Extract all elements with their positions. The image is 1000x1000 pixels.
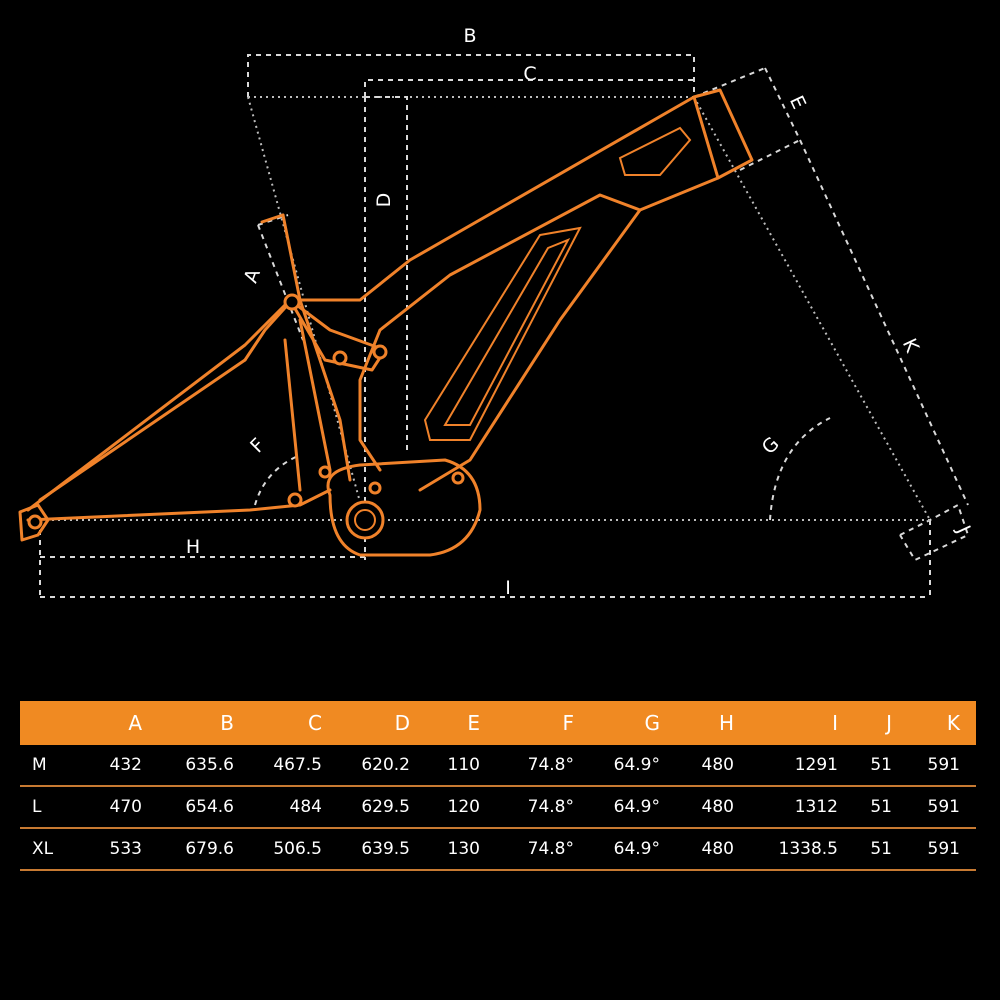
header-cell-i: I: [832, 711, 838, 735]
header-cell-b: B: [220, 711, 234, 735]
value-cell: 506.5: [273, 839, 322, 859]
value-cell: 51: [870, 839, 892, 859]
value-cell: 467.5: [273, 755, 322, 775]
value-cell: 480: [701, 755, 734, 775]
geometry-table: A B C D E F G H I J K M 432 635.6 467.5 …: [20, 701, 976, 871]
label-h: H: [186, 536, 200, 558]
header-cell-k: K: [946, 711, 960, 735]
header-cell-h: H: [718, 711, 734, 735]
header-cell-c: C: [308, 711, 322, 735]
size-cell: L: [32, 797, 42, 817]
value-cell: 1312: [794, 797, 838, 817]
label-d: D: [373, 193, 395, 208]
value-cell: 679.6: [185, 839, 234, 859]
label-c: C: [523, 63, 536, 85]
header-cell-j: J: [886, 711, 892, 735]
value-cell: 74.8°: [527, 755, 574, 775]
table-row: L 470 654.6 484 629.5 120 74.8° 64.9° 48…: [20, 787, 976, 829]
value-cell: 1291: [794, 755, 838, 775]
value-cell: 74.8°: [527, 839, 574, 859]
header-cell-g: G: [644, 711, 661, 735]
value-cell: 484: [289, 797, 322, 817]
table-row: XL 533 679.6 506.5 639.5 130 74.8° 64.9°…: [20, 829, 976, 871]
value-cell: 120: [447, 797, 480, 817]
value-cell: 432: [109, 755, 142, 775]
value-cell: 64.9°: [613, 755, 660, 775]
value-cell: 480: [701, 797, 734, 817]
bike-frame: [18, 88, 754, 557]
label-b: B: [463, 25, 476, 47]
value-cell: 64.9°: [613, 839, 660, 859]
value-cell: 74.8°: [527, 797, 574, 817]
label-k: K: [898, 335, 923, 356]
value-cell: 470: [109, 797, 142, 817]
value-cell: 654.6: [185, 797, 234, 817]
value-cell: 130: [447, 839, 480, 859]
value-cell: 620.2: [361, 755, 410, 775]
value-cell: 51: [870, 797, 892, 817]
label-f: F: [246, 434, 269, 457]
value-cell: 533: [109, 839, 142, 859]
value-cell: 64.9°: [613, 797, 660, 817]
value-cell: 591: [927, 797, 960, 817]
header-cell-e: E: [467, 711, 480, 735]
header-cell-f: F: [562, 711, 574, 735]
value-cell: 591: [927, 755, 960, 775]
label-e: E: [785, 92, 810, 112]
bike-geometry-diagram: B C D E A F G K J H I: [18, 25, 975, 600]
label-i: I: [505, 577, 511, 599]
value-cell: 480: [701, 839, 734, 859]
value-cell: 591: [927, 839, 960, 859]
header-cell-d: D: [394, 711, 410, 735]
value-cell: 635.6: [185, 755, 234, 775]
value-cell: 51: [870, 755, 892, 775]
size-cell: M: [32, 755, 47, 775]
dimension-lines: [39, 54, 970, 600]
value-cell: 639.5: [361, 839, 410, 859]
size-cell: XL: [32, 839, 54, 859]
value-cell: 1338.5: [778, 839, 838, 859]
value-cell: 629.5: [361, 797, 410, 817]
value-cell: 110: [447, 755, 480, 775]
label-g: G: [758, 433, 784, 459]
dimension-labels: B C D E A F G K J H I: [186, 25, 975, 599]
table-header-row: A B C D E F G H I J K: [20, 701, 976, 745]
label-a: A: [240, 266, 265, 286]
table-row: M 432 635.6 467.5 620.2 110 74.8° 64.9° …: [20, 745, 976, 787]
header-cell-a: A: [128, 711, 142, 735]
